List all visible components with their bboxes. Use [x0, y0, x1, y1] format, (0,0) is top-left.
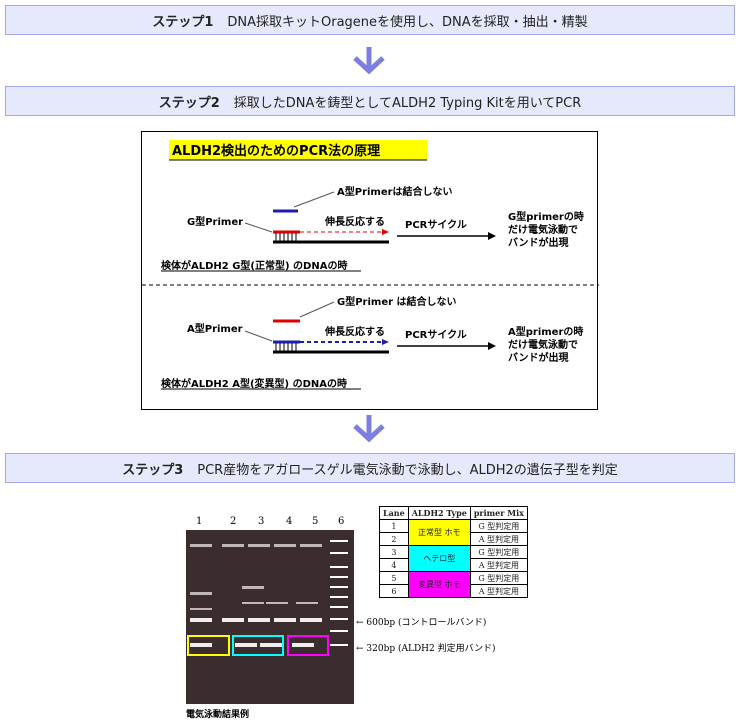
step-1-label: ステップ1: [152, 14, 214, 30]
mix-cell: G 型判定用: [469, 571, 528, 585]
type-cell-hetero: ヘテロ型: [407, 545, 471, 572]
a-result-line-2: だけ電気泳動で: [508, 338, 578, 351]
lane-5-highlight: [287, 635, 329, 656]
step-3-label: ステップ3: [122, 462, 184, 478]
step-1-text: DNA採取キットOrageneを使用し、DNAを採取・抽出・精製: [227, 14, 588, 30]
lane-1-highlight: [187, 635, 230, 656]
a-case-no-bind-label: G型Primer は結合しない: [337, 295, 457, 308]
g-extension-label: 伸長反応する: [324, 215, 385, 228]
type-cell-mutant-homo: 変異型 ホモ: [407, 571, 471, 598]
band-600bp-label: ← 600bp (コントロールバンド): [356, 618, 487, 628]
lane-cell: 5: [379, 571, 409, 585]
lane-number-3: 3: [258, 516, 265, 527]
lane-genotype-table: Lane ALDH2 Type primer Mix 1 正常型 ホモ G 型判…: [379, 506, 528, 598]
step-2-text: 採取したDNAを鋳型としてALDH2 Typing Kitを用いてPCR: [233, 95, 582, 111]
lane-cell: 3: [379, 545, 409, 559]
lane-cell: 2: [379, 532, 409, 546]
table-row: 4 A 型判定用: [379, 558, 528, 572]
gel-electrophoresis-image: [186, 530, 354, 704]
table-row: 6 A 型判定用: [379, 584, 528, 598]
a-result-line-1: A型primerの時: [508, 325, 583, 338]
lane-3-highlight: [232, 635, 284, 656]
table-row: 1 正常型 ホモ G 型判定用: [379, 519, 528, 546]
pcr-principle-diagram: ALDH2検出のためのPCR法の原理 A型Primerは結合しない G型Prim…: [141, 131, 599, 410]
table-row: 5 変異型 ホモ G 型判定用: [379, 571, 528, 598]
g-cycle-label: PCRサイクル: [405, 219, 467, 231]
lane-cell: 6: [379, 584, 409, 598]
step-3-box: ステップ3 PCR産物をアガロースゲル電気泳動で泳動し、ALDH2の遺伝子型を判…: [5, 453, 735, 483]
lane-number-5: 5: [312, 516, 319, 527]
step-1-box: ステップ1 DNA採取キットOrageneを使用し、DNAを採取・抽出・精製: [5, 5, 735, 35]
mix-cell: A 型判定用: [469, 558, 528, 572]
diagram-title: ALDH2検出のためのPCR法の原理: [172, 143, 380, 159]
g-sample-label: 検体がALDH2 G型(正常型) のDNAの時: [161, 259, 347, 272]
step-2-box: ステップ2 採取したDNAを鋳型としてALDH2 Typing Kitを用いてP…: [5, 86, 735, 116]
a-sample-label: 検体がALDH2 A型(変異型) のDNAの時: [161, 377, 347, 390]
gel-caption: 電気泳動結果例: [186, 710, 250, 720]
mix-cell: A 型判定用: [469, 584, 528, 598]
g-case-no-bind-label: A型Primerは結合しない: [337, 185, 453, 198]
band-320bp-label: ← 320bp (ALDH2 判定用バンド): [356, 644, 496, 654]
a-cycle-label: PCRサイクル: [405, 329, 467, 341]
g-result-line-1: G型primerの時: [508, 210, 584, 223]
g-result-line-3: バンドが出現: [508, 236, 569, 249]
mix-cell: A 型判定用: [469, 532, 528, 546]
down-arrow-icon: [353, 47, 385, 75]
lane-number-4: 4: [286, 516, 293, 527]
lane-cell: 1: [379, 519, 409, 533]
table-header-mix: primer Mix: [469, 506, 528, 520]
step-2-label: ステップ2: [158, 95, 220, 111]
type-cell-normal-homo: 正常型 ホモ: [407, 519, 471, 546]
table-row: 3 ヘテロ型 G 型判定用: [379, 545, 528, 572]
g-primer-label: G型Primer: [187, 215, 243, 228]
table-header-lane: Lane: [379, 506, 409, 520]
lane-number-2: 2: [230, 516, 237, 527]
a-extension-label: 伸長反応する: [324, 325, 385, 338]
mix-cell: G 型判定用: [469, 545, 528, 559]
g-result-line-2: だけ電気泳動で: [508, 223, 578, 236]
a-result-line-3: バンドが出現: [508, 351, 569, 364]
table-header-type: ALDH2 Type: [407, 506, 471, 520]
step-3-text: PCR産物をアガロースゲル電気泳動で泳動し、ALDH2の遺伝子型を判定: [197, 462, 618, 478]
down-arrow-icon: [353, 415, 385, 443]
lane-number-6: 6: [338, 516, 345, 527]
lane-cell: 4: [379, 558, 409, 572]
table-row: 2 A 型判定用: [379, 532, 528, 546]
title-highlight: [169, 140, 427, 160]
lane-number-1: 1: [196, 516, 203, 527]
mix-cell: G 型判定用: [469, 519, 528, 533]
a-primer-label: A型Primer: [187, 322, 243, 335]
